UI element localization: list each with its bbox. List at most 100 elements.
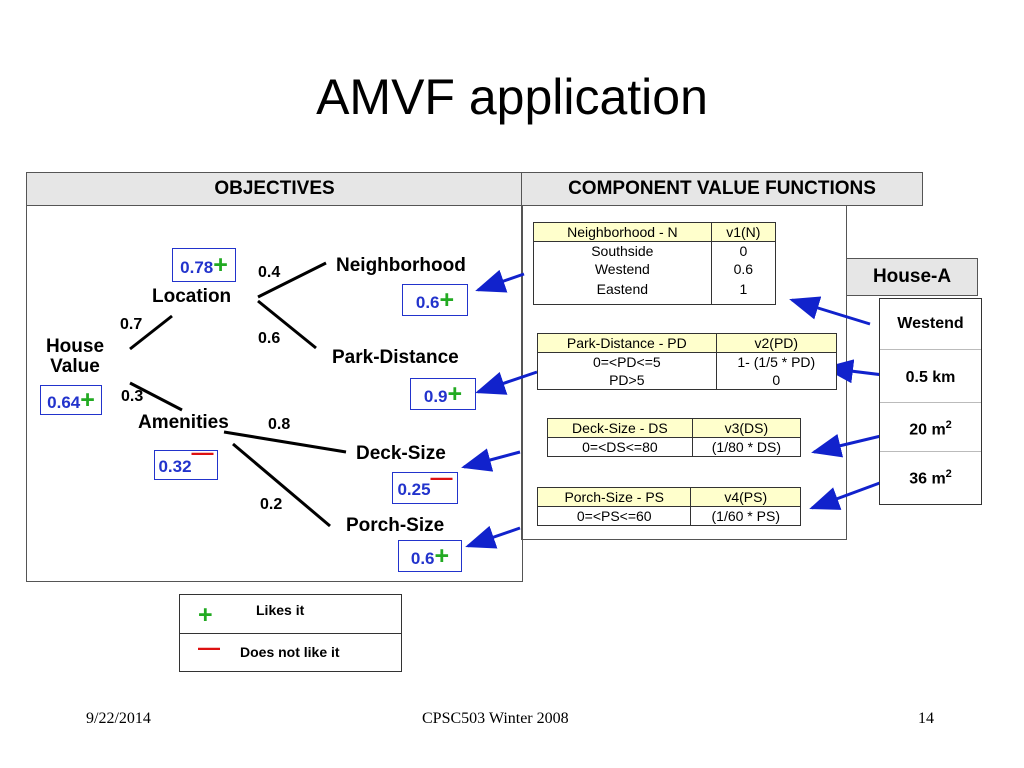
minus-icon: — — [198, 635, 220, 660]
cell: 0=<PD<=5 — [537, 352, 717, 371]
cell: 0=<PS<=60 — [536, 506, 692, 526]
col-header: v1(N) — [710, 222, 777, 242]
house-value-value: 0.64 — [47, 393, 81, 412]
weight-amenities: 0.3 — [121, 388, 144, 405]
footer-date: 9/22/2014 — [86, 710, 151, 727]
neighborhood-value-box: 0.6+ — [402, 284, 468, 316]
arrow-ds-to-deck — [461, 448, 521, 472]
legend-dislikes-label: Does not like it — [240, 644, 340, 660]
house-value-line2: Value — [50, 356, 100, 377]
cell: 0=<DS<=80 — [547, 437, 693, 457]
edge-location — [129, 314, 173, 351]
house-neighborhood: Westend — [880, 299, 981, 350]
cell: 0.6 — [710, 260, 777, 278]
table-row: 0=<PS<=60(1/60 * PS) — [536, 506, 801, 526]
footer-page-number: 14 — [918, 710, 934, 727]
cell: (1/60 * PS) — [690, 506, 801, 526]
house-porch-size: 36 m2 — [880, 452, 981, 502]
weight-porch: 0.2 — [260, 496, 283, 513]
table-row: 0=<DS<=80(1/80 * DS) — [547, 437, 802, 457]
house-porch-value: 36 m — [909, 470, 946, 488]
legend-row-dislikes: — Does not like it — [180, 634, 401, 671]
superscript: 2 — [945, 419, 952, 431]
location-value-box: 0.78+ — [172, 248, 236, 282]
plus-icon: + — [80, 386, 95, 414]
deck-size-value: 0.25 — [397, 480, 431, 499]
weight-park: 0.6 — [258, 330, 281, 347]
minus-icon: — — [191, 440, 214, 465]
cell: Westend — [533, 260, 712, 278]
house-a-header: House-A — [846, 258, 978, 296]
weight-location: 0.7 — [120, 316, 143, 333]
edge-porch — [232, 442, 331, 528]
col-header: Park-Distance - PD — [537, 333, 717, 353]
arrow-n-to-neighborhood — [475, 269, 525, 293]
amenities-value-box: 0.32— — [154, 440, 218, 480]
porch-size-value-box: 0.6+ — [398, 540, 462, 572]
location-label: Location — [152, 286, 232, 307]
footer-course: CPSC503 Winter 2008 — [422, 710, 569, 727]
cell: 1- (1/5 * PD) — [715, 352, 838, 371]
col-header: Neighborhood - N — [533, 222, 712, 242]
objectives-header: OBJECTIVES — [26, 172, 523, 206]
edge-park — [257, 299, 317, 350]
house-deck-size: 20 m2 — [880, 403, 981, 452]
legend: + Likes it — Does not like it — [179, 594, 402, 672]
edge-deck — [223, 430, 347, 454]
arrow-ps-to-porch — [465, 525, 521, 549]
weight-neighborhood: 0.4 — [258, 264, 281, 281]
cell: 1 — [710, 278, 777, 305]
house-distance: 0.5 km — [880, 350, 981, 403]
porch-size-label: Porch-Size — [346, 515, 445, 536]
house-value-box: 0.64+ — [40, 385, 102, 415]
col-header: Porch-Size - PS — [536, 487, 692, 507]
house-a-attributes: Westend 0.5 km 20 m2 36 m2 — [879, 298, 982, 505]
location-value: 0.78 — [180, 258, 214, 277]
plus-icon: + — [434, 542, 450, 570]
plus-icon: + — [447, 380, 463, 408]
plus-icon: + — [213, 251, 228, 279]
arrow-westend — [789, 296, 871, 326]
park-distance-label: Park-Distance — [332, 347, 459, 368]
deck-size-value-box: 0.25— — [392, 465, 458, 504]
col-header: v2(PD) — [715, 333, 838, 353]
col-header: Deck-Size - DS — [547, 418, 693, 438]
arrow-pd-to-park — [475, 370, 538, 395]
legend-row-likes: + Likes it — [180, 595, 401, 634]
house-value-line1: House — [45, 336, 105, 357]
cell: (1/80 * DS) — [691, 437, 802, 457]
plus-icon: + — [439, 286, 455, 314]
amenities-value: 0.32 — [158, 457, 192, 476]
park-distance-value-box: 0.9+ — [410, 378, 476, 410]
neighborhood-label: Neighborhood — [336, 255, 466, 276]
house-value-label: House Value — [40, 337, 110, 377]
slide-title: AMVF application — [316, 69, 708, 125]
cell: Eastend — [533, 278, 712, 305]
neighborhood-value: 0.6 — [415, 293, 440, 312]
house-deck-value: 20 m — [909, 421, 946, 439]
col-header: v3(DS) — [691, 418, 802, 438]
superscript: 2 — [945, 468, 952, 480]
plus-icon: + — [198, 601, 213, 629]
weight-deck: 0.8 — [268, 416, 291, 433]
cell: Southside — [533, 241, 712, 260]
deck-size-label: Deck-Size — [356, 443, 446, 464]
amenities-label: Amenities — [138, 412, 229, 433]
park-distance-value: 0.9 — [423, 387, 448, 406]
cell: PD>5 — [537, 371, 717, 390]
porch-size-value: 0.6 — [410, 549, 435, 568]
col-header: v4(PS) — [690, 487, 801, 507]
edge-amenities — [129, 381, 183, 412]
objectives-panel — [26, 205, 523, 582]
cell: 0 — [715, 371, 838, 390]
minus-icon: — — [430, 465, 453, 490]
